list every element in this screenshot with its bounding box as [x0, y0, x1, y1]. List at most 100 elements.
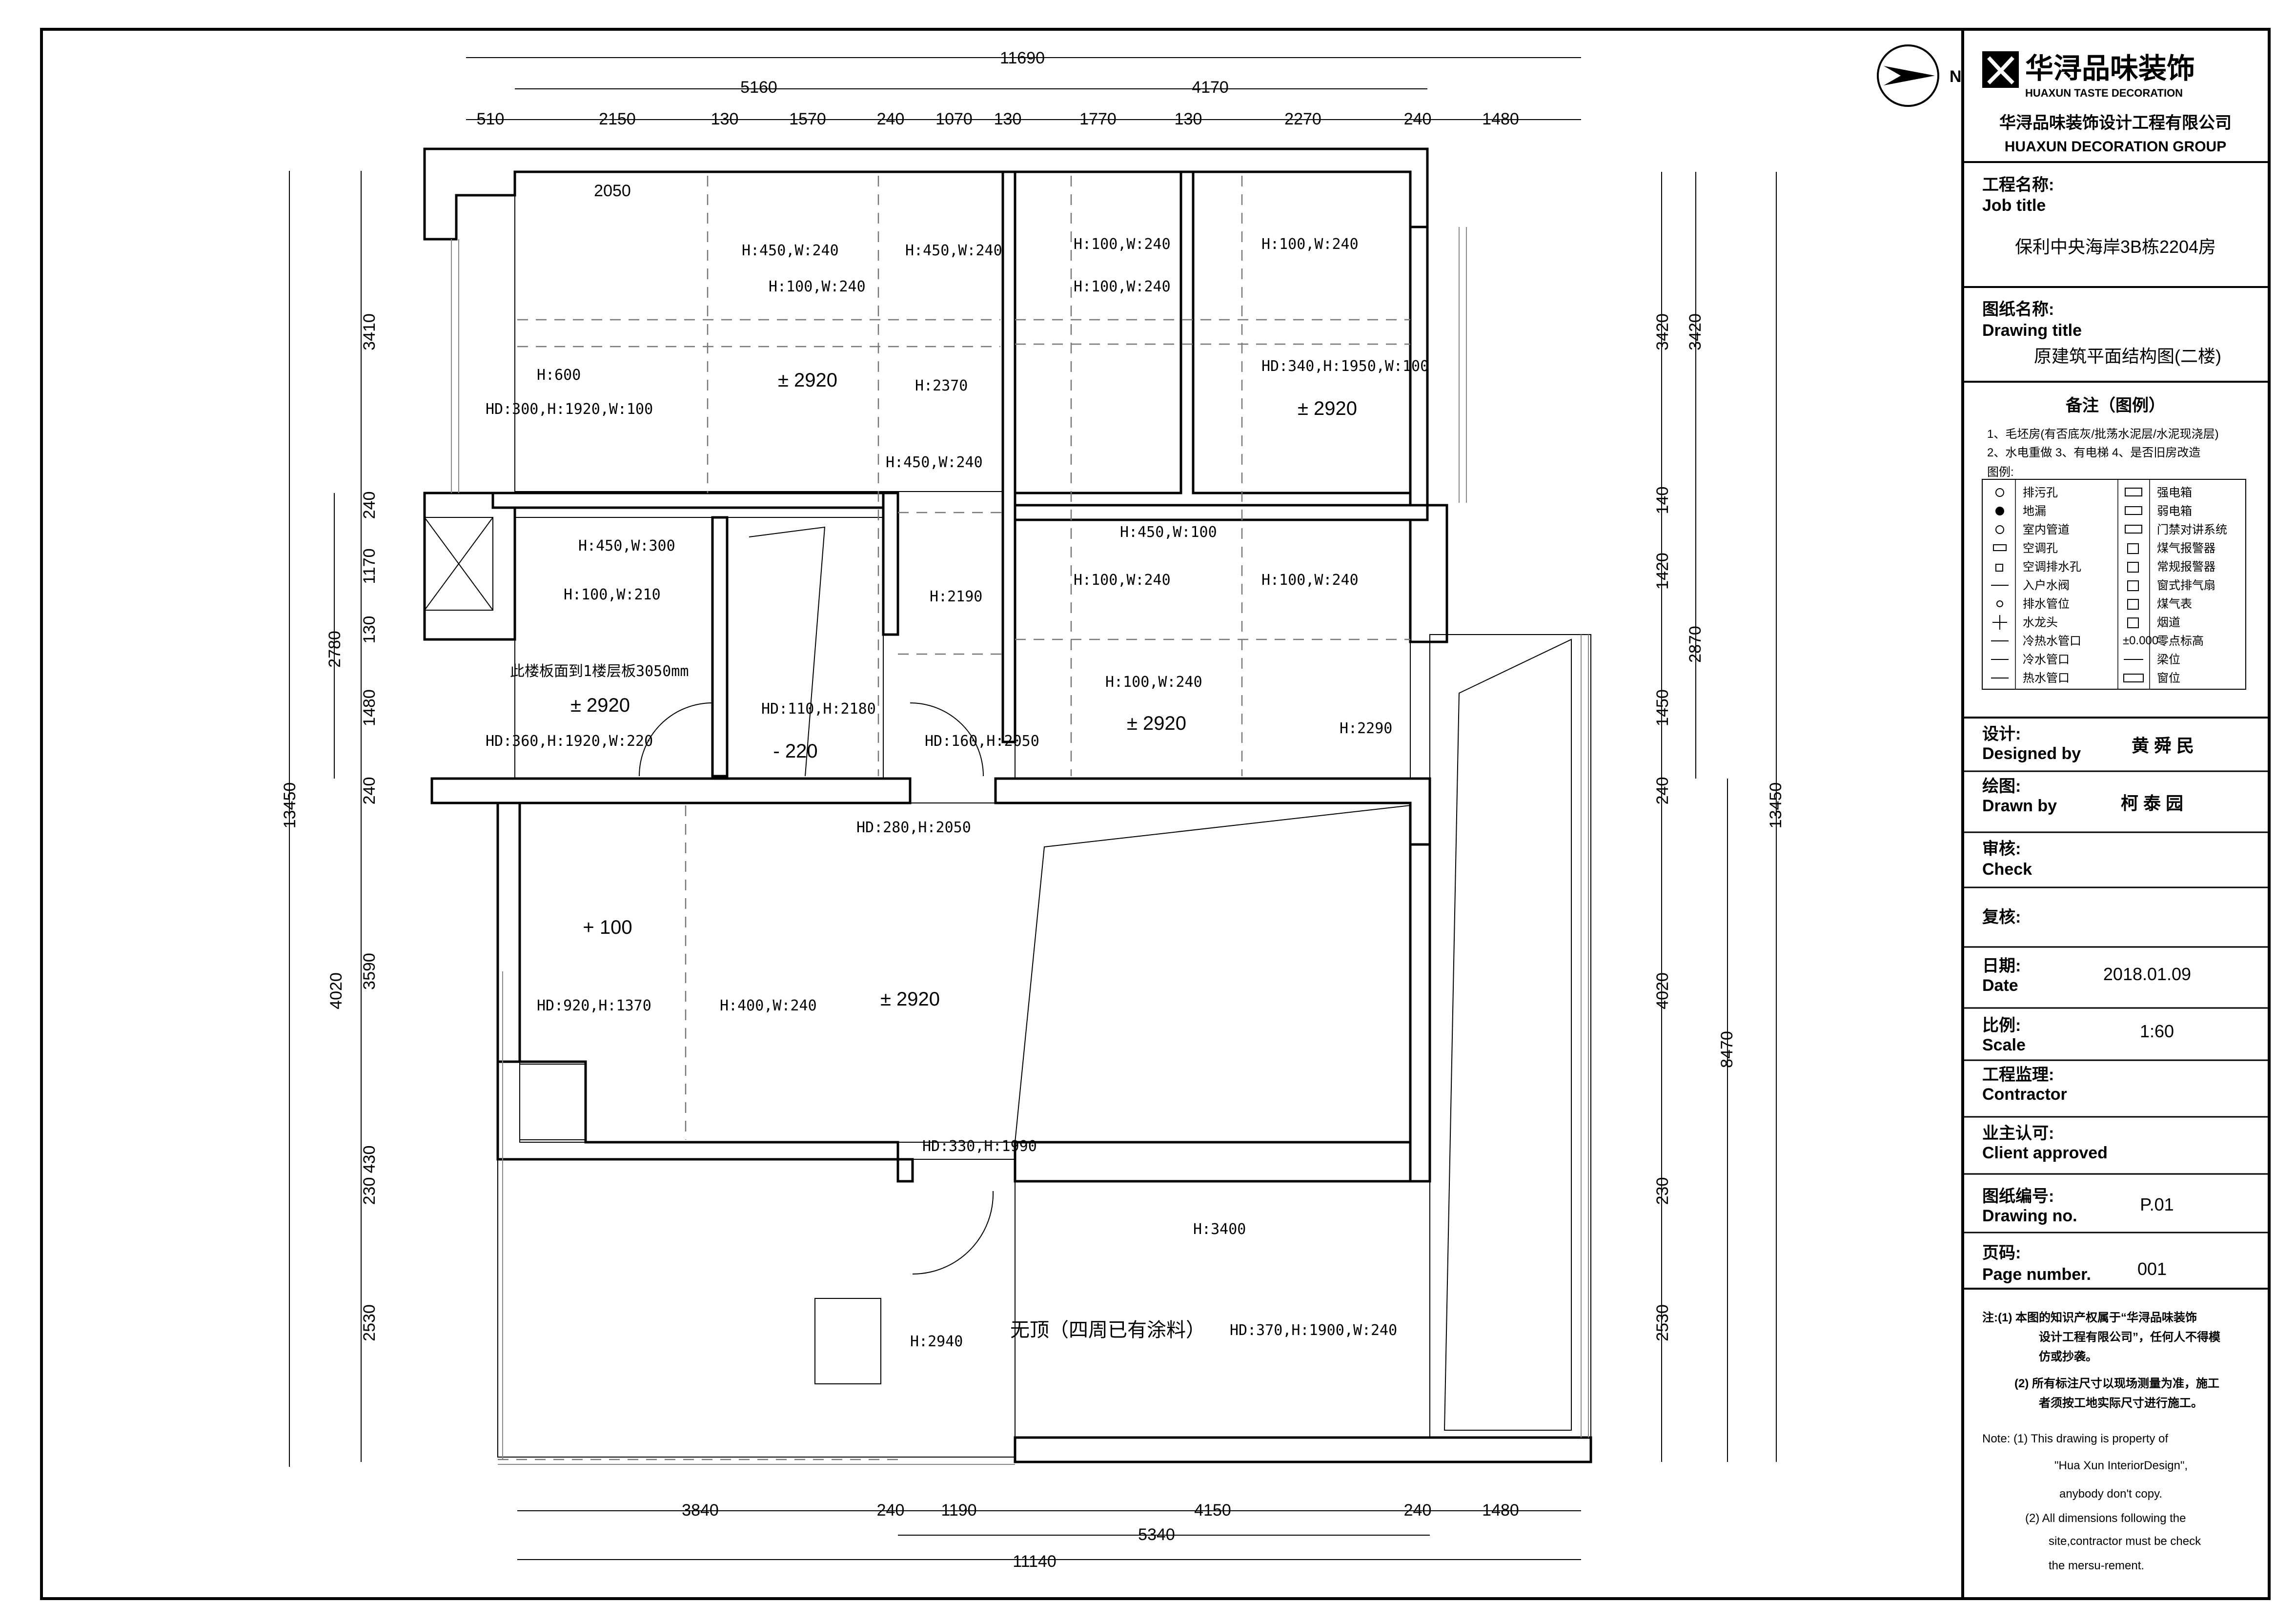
living-room-diagonal: [1014, 804, 1411, 1143]
legend-item: 窗位: [2157, 672, 2180, 685]
dim-right-total: 13450: [1767, 782, 1785, 829]
note-en: the mersu-rement.: [2049, 1559, 2144, 1572]
drawing-value: 原建筑平面结构图(二楼): [2034, 346, 2221, 366]
client-en: Client approved: [1982, 1144, 2108, 1162]
note-en: Note: (1) This drawing is property of: [1982, 1432, 2168, 1445]
company-name-en: HUAXUN DECORATION GROUP: [2005, 139, 2226, 155]
drawing-no-cn: 图纸编号:: [1982, 1187, 2054, 1206]
dim-left-part: 1170: [360, 548, 379, 584]
balcony-diagonal: [1443, 638, 1572, 1431]
dim-left-part: 240: [360, 492, 379, 519]
dim-top-part: 1070: [935, 110, 973, 128]
dim-bottom-part: 240: [877, 1501, 905, 1520]
page-cn: 页码:: [1982, 1244, 2021, 1262]
tag: H:450,W:240: [886, 454, 983, 471]
legend-item: 强电箱: [2157, 486, 2192, 499]
tag: H:100,W:240: [1074, 236, 1171, 253]
legend-item: 常规报警器: [2157, 560, 2215, 574]
corridor-wall-left: [711, 516, 729, 778]
tag: H:2370: [915, 377, 968, 394]
legend-item: 弱电箱: [2157, 505, 2192, 518]
legend-icons: [1991, 488, 2144, 682]
stairwell-cross-2: [424, 517, 493, 611]
dim-left-part: 430: [360, 1146, 379, 1173]
dim-top-part: 130: [1175, 110, 1202, 128]
check-en: Check: [1982, 860, 2032, 879]
legend-item: 窗式排气扇: [2157, 579, 2215, 592]
dimension-labels: 11690 5160 4170 510 2150 130 1570 240 10…: [281, 49, 1785, 1571]
master-bedroom-outline: [514, 171, 1003, 492]
check-cn: 审核:: [1982, 840, 2021, 858]
tag: HD:160,H:2050: [925, 733, 1039, 750]
dim-right-mid: 8470: [1718, 1031, 1736, 1068]
door-swing: [639, 702, 713, 777]
dim-left-total: 13450: [281, 782, 299, 829]
mid-wall-left: [491, 492, 899, 509]
tag: H:2190: [930, 588, 982, 605]
legend-item: 门禁对讲系统: [2157, 523, 2227, 536]
tag: H:100,W:240: [1105, 674, 1202, 691]
dim-top-part: 2270: [1284, 110, 1321, 128]
tag: HD:300,H:1920,W:100: [486, 401, 653, 418]
note-cn: 注:(1) 本图的知识产权属于“华浔品味装饰: [1982, 1311, 2197, 1324]
dim-left-part: 3590: [360, 953, 379, 990]
tag: H:600: [537, 367, 581, 384]
kitchen-appliance: [519, 1064, 586, 1140]
tag: H:450,W:240: [905, 242, 1002, 259]
dimension-lines: [289, 57, 1777, 1560]
dim-left-part: 130: [360, 616, 379, 644]
company-name-cn: 华浔品味装饰设计工程有限公司: [1999, 114, 2232, 132]
stairwell-box: [424, 517, 493, 611]
ceiling-note: 无顶（四周已有涂料）: [1010, 1319, 1205, 1341]
dim-top-part: 240: [877, 110, 905, 128]
tag: H:400,W:240: [720, 997, 817, 1014]
level-mark: ± 2920: [1298, 398, 1357, 419]
designed-cn: 设计:: [1982, 725, 2021, 743]
door-swing: [749, 526, 826, 777]
mid-wall-right: [1014, 504, 1429, 521]
west-wall-upper: [423, 492, 516, 641]
dim-right-part: 4020: [1653, 972, 1672, 1009]
dim-top-part: 240: [1404, 110, 1432, 128]
dim-top-part: 130: [711, 110, 739, 128]
dim-top-part: 510: [477, 110, 505, 128]
bathroom-outline: [727, 517, 884, 779]
company-logo: 华浔品味装饰 HUAXUN TASTE DECORATION: [1982, 51, 2195, 99]
legend-item: 空调孔: [2023, 542, 2058, 555]
dim-bottom-part: 240: [1404, 1501, 1432, 1520]
tag: H:2290: [1340, 720, 1392, 737]
tag: H:100,W:240: [1261, 236, 1359, 253]
drawn-cn: 绘图:: [1982, 777, 2021, 796]
level-mark: - 220: [773, 740, 817, 762]
legend-item: 煤气表: [2157, 597, 2192, 611]
legend-item: 冷热水管口: [2023, 635, 2081, 648]
dim-top-part: 1570: [789, 110, 826, 128]
level-mark: + 100: [583, 917, 632, 938]
title-block: N 华浔品味装饰 HUAXUN TASTE DECORATION 华浔品味装饰设…: [1877, 44, 2269, 1572]
date-value: 2018.01.09: [2103, 964, 2191, 984]
mid-wall-stub: [882, 492, 899, 636]
legend-item: 梁位: [2157, 653, 2180, 666]
dim-bottom-part: 1190: [941, 1501, 976, 1520]
legend-item: 煤气报警器: [2157, 542, 2215, 555]
kitchen-wall: [496, 1060, 914, 1183]
dim-top-part: 2150: [599, 110, 636, 128]
legend-note: 2、水电重做 3、有电梯 4、是否旧房改造: [1987, 446, 2200, 459]
stair-note: 此楼板面到1楼层板3050mm: [510, 663, 689, 680]
dim-right-part: 2530: [1653, 1304, 1672, 1341]
legend-item: 排水管位: [2023, 597, 2070, 611]
level-mark: ± 2920: [778, 370, 837, 391]
tag: HD:340,H:1950,W:100: [1261, 358, 1429, 375]
north-label: N: [1950, 67, 1962, 86]
legend-title: 备注（图例）: [2066, 396, 2165, 415]
dim-left-mid: 2780: [325, 631, 344, 668]
door-swing: [910, 702, 984, 777]
recheck-cn: 复核:: [1982, 908, 2021, 926]
legend-item: 排污孔: [2023, 486, 2058, 499]
middle-band-right: [994, 777, 1431, 846]
dim-top-part: 130: [994, 110, 1022, 128]
job-title-cn: 工程名称:: [1982, 176, 2054, 194]
note-cn: 者须按工地实际尺寸进行施工。: [2039, 1396, 2203, 1410]
scale-cn: 比例:: [1982, 1016, 2021, 1035]
tag: HD:110,H:2180: [761, 700, 876, 718]
